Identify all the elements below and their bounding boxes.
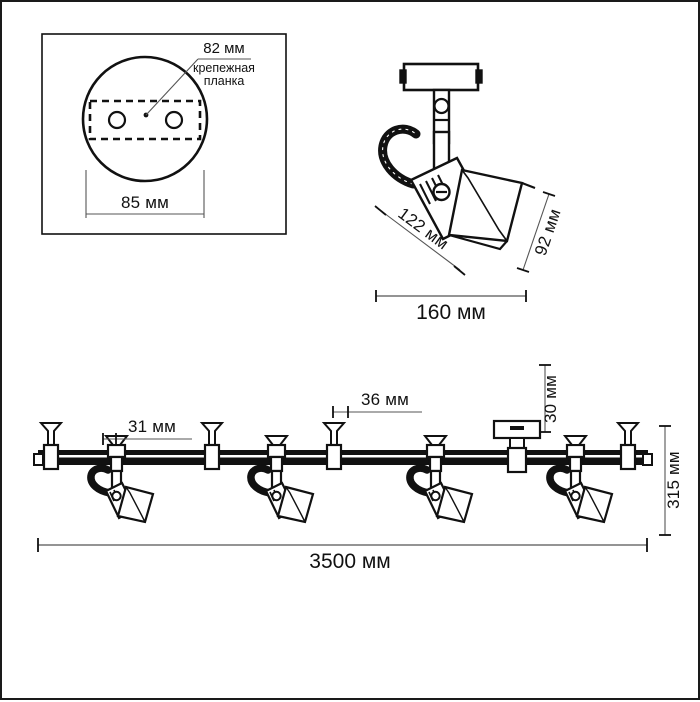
spot-adapter-top (422, 435, 449, 446)
feed-neck (509, 437, 525, 449)
suspension-bracket (199, 422, 225, 471)
spot-shade-edge (285, 486, 306, 523)
plate-callout-label-line1: крепежная (193, 61, 255, 75)
spot-shade-edge (125, 486, 146, 523)
spot-cable-loop (546, 464, 573, 497)
spot-adapter-top (263, 435, 290, 446)
mounting-hole-right (164, 110, 184, 130)
suspension-bracket (615, 422, 641, 471)
power-feed-connector (492, 419, 542, 474)
dim-92-tick-start (542, 191, 556, 197)
spot-cable-loop (247, 464, 274, 497)
rail-end-cap-right (642, 453, 653, 466)
suspension-bracket (38, 422, 64, 471)
flexible-cable-loop (378, 124, 421, 189)
spot-adapter (106, 443, 127, 459)
spot-shade-edge (584, 486, 605, 523)
spot-pivot (430, 490, 441, 502)
rail-lower-band (38, 457, 648, 465)
spot-adapter (425, 443, 446, 459)
dim-92-line (522, 193, 550, 271)
cooling-fin-1 (419, 183, 431, 205)
spot-stem-upper (269, 455, 284, 473)
callout-leader-line (145, 58, 199, 116)
shade-inner-edge (461, 169, 508, 242)
mounting-hole-left (107, 110, 127, 130)
dim-122-tick-end (453, 265, 466, 276)
track-spotlight (247, 435, 315, 524)
spot-pivot (271, 490, 282, 502)
plate-overall-dimension: 85 мм (121, 193, 169, 212)
spot-shade-edge (444, 486, 465, 523)
spot-adapter (266, 443, 287, 459)
track-adapter-tab-left (399, 69, 407, 84)
lamp-shade-cone (447, 168, 524, 243)
suspension-bracket (321, 422, 347, 471)
feed-box-slot (510, 426, 524, 430)
bracket-offset-dimension: 31 мм (128, 417, 176, 436)
feed-stem (506, 446, 528, 474)
spot-stem-upper (428, 455, 443, 473)
track-spotlight (546, 435, 614, 524)
spot-pivot (111, 490, 122, 502)
rail-upper-band (38, 450, 648, 455)
track-assembly-view: 31 мм 36 мм 30 мм 315 мм 3500 мм (33, 364, 683, 573)
spot-overall-dimension: 160 мм (416, 301, 486, 324)
track-adapter-tab-right (475, 69, 483, 84)
track-total-length-dimension: 3500 мм (309, 550, 390, 573)
plate-callout-dimension: 82 мм (203, 40, 244, 57)
spot-cable-loop (406, 464, 433, 497)
rail-center-gap (38, 455, 648, 458)
head-spacing-dimension: 36 мм (361, 390, 409, 409)
spot-head-view: 122 мм 92 мм 160 мм (374, 62, 565, 324)
mounting-plate-view: 82 мм крепежная планка 85 мм (41, 33, 287, 235)
rail-end-cap-left (33, 453, 44, 466)
plate-callout-label-line2: планка (204, 74, 245, 88)
spot-pivot (570, 490, 581, 502)
track-adapter-body (402, 62, 480, 92)
shade-rim-lower (448, 233, 508, 251)
shade-rim-upper (521, 181, 536, 190)
stem-joint-circle (433, 97, 450, 115)
drop-dimension: 315 мм (664, 451, 683, 509)
canopy-circle (81, 55, 209, 183)
spot-adapter (565, 443, 586, 459)
feed-height-dimension: 30 мм (541, 375, 560, 423)
spot-stem-upper (109, 455, 124, 473)
spot-stem-upper (568, 455, 583, 473)
dim-122-tick-start (374, 205, 387, 216)
dim-122-line (379, 209, 461, 271)
spot-cable-loop (87, 464, 114, 497)
spot-adapter-top (562, 435, 589, 446)
mounting-bar-outline (88, 99, 202, 141)
track-spotlight (87, 435, 155, 524)
dim-92-tick-end (516, 267, 530, 273)
track-spotlight (406, 435, 474, 524)
